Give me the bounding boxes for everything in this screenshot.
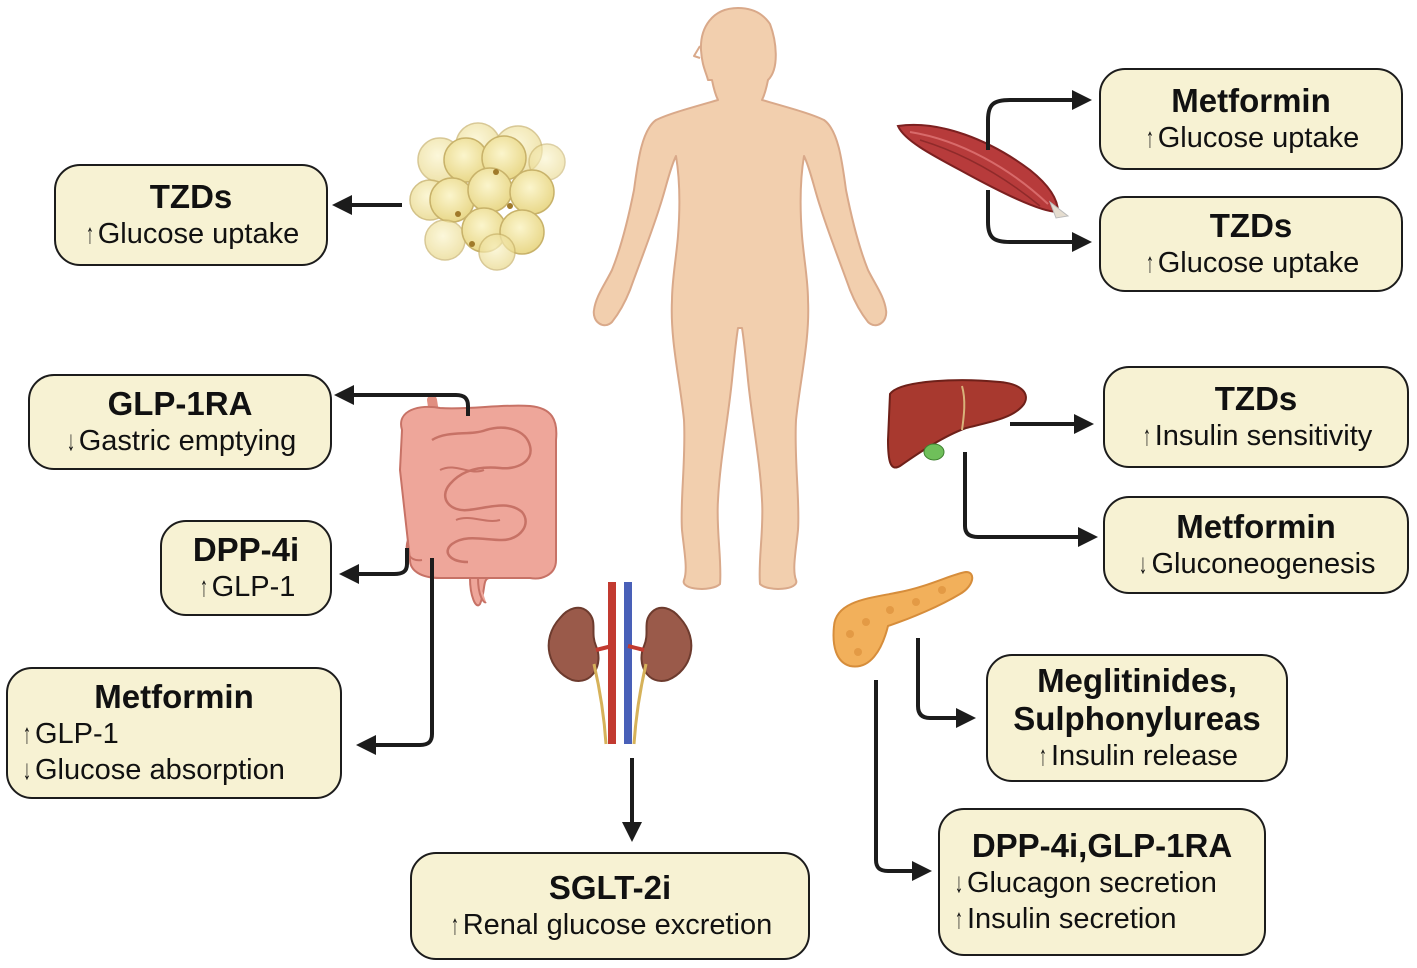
gut-dpp4i-box: DPP-4i ↑ GLP-1 (160, 520, 332, 616)
box-title: DPP-4i (192, 531, 300, 568)
effect-line: ↑ Insulin secretion (952, 901, 1252, 937)
up-arrow-icon: ↑ (1145, 247, 1154, 278)
liver-tzd-box: TZDs ↑ Insulin sensitivity (1103, 366, 1409, 468)
effect-text: Insulin sensitivity (1154, 420, 1373, 452)
effect-line: ↑ Glucose uptake (1143, 120, 1360, 156)
arrow-gut-metformin (356, 558, 434, 755)
adipose-tzd-box: TZDs ↑ Glucose uptake (54, 164, 328, 266)
kidney-sglt2i-box: SGLT-2i ↑ Renal glucose excretion (410, 852, 810, 960)
effect-text: Glucagon secretion (967, 867, 1217, 899)
box-title: GLP-1RA (107, 385, 253, 422)
gut-metformin-box: Metformin ↑ GLP-1 ↓ Glucose absorption (6, 667, 342, 799)
effect-text: Gluconeogenesis (1151, 548, 1376, 580)
arrow-liver-metformin (963, 452, 1098, 547)
effect-text: Glucose uptake (97, 218, 300, 250)
down-arrow-icon: ↓ (954, 867, 964, 898)
arrow-muscle-tzd (986, 190, 1092, 252)
muscle-metformin-box: Metformin ↑ Glucose uptake (1099, 68, 1403, 170)
arrow-pancreas-meglitinides (916, 638, 976, 728)
human-body-icon (592, 7, 888, 590)
box-title: DPP-4i,GLP-1RA (971, 827, 1233, 864)
skeletal-muscle-icon (896, 124, 1070, 219)
pancreas-icon (832, 570, 974, 668)
effect-line: ↓ Glucagon secretion (952, 865, 1252, 901)
box-title: SGLT-2i (548, 869, 672, 906)
muscle-tzd-box: TZDs ↑ Glucose uptake (1099, 196, 1403, 292)
up-arrow-icon: ↑ (85, 218, 94, 249)
box-title: Metformin (94, 678, 254, 715)
down-arrow-icon: ↓ (1139, 548, 1148, 579)
effect-text: Insulin release (1051, 740, 1238, 772)
liver-icon (886, 379, 1027, 469)
up-arrow-icon: ↑ (1142, 420, 1151, 451)
effect-text: GLP-1 (211, 571, 296, 603)
effect-line: ↑ Insulin sensitivity (1140, 418, 1373, 454)
effect-text: Insulin secretion (967, 903, 1177, 935)
up-arrow-icon: ↑ (954, 903, 964, 934)
arrow-muscle-metformin (986, 90, 1092, 150)
up-arrow-icon: ↑ (1145, 122, 1154, 153)
effect-line: ↑ Glucose uptake (1143, 245, 1360, 281)
arrow-gut-glp1ra (334, 385, 470, 416)
box-title: Metformin (1171, 82, 1331, 119)
effect-line: ↑ Renal glucose excretion (448, 907, 773, 943)
adipocytes-icon (409, 122, 566, 271)
up-arrow-icon: ↑ (1038, 740, 1048, 771)
gut-glp1ra-box: GLP-1RA ↓ Gastric emptying (28, 374, 332, 470)
effect-line: ↓ Glucose absorption (20, 752, 328, 788)
effect-line: ↓ Gluconeogenesis (1136, 546, 1375, 582)
effect-text: Glucose uptake (1157, 247, 1360, 279)
box-title-line-2: Sulphonylureas (1013, 700, 1261, 737)
effect-line: ↑ Insulin release (1036, 738, 1238, 774)
up-arrow-icon: ↑ (199, 571, 208, 602)
up-arrow-icon: ↑ (450, 909, 459, 940)
effect-text: Glucose absorption (35, 754, 285, 786)
effect-text: Renal glucose excretion (462, 909, 773, 941)
effect-line: ↑ GLP-1 (197, 569, 296, 605)
down-arrow-icon: ↓ (66, 425, 75, 456)
box-title: TZDs (149, 178, 233, 215)
effect-text: Glucose uptake (1157, 122, 1360, 154)
effect-line: ↓ Gastric emptying (64, 423, 297, 459)
box-title-line-1: Meglitinides, (1037, 662, 1237, 699)
liver-metformin-box: Metformin ↓ Gluconeogenesis (1103, 496, 1409, 594)
down-arrow-icon: ↓ (22, 754, 32, 785)
effect-text: Gastric emptying (78, 425, 297, 457)
pancreas-dpp4i-box: DPP-4i,GLP-1RA ↓ Glucagon secretion ↑ In… (938, 808, 1266, 956)
effect-text: GLP-1 (35, 718, 119, 750)
arrow-gut-dpp4i (339, 548, 409, 584)
effect-line: ↑ GLP-1 (20, 716, 328, 752)
up-arrow-icon: ↑ (22, 718, 32, 749)
connector-arrows (332, 90, 1098, 881)
pancreas-meglitinides-box: Meglitinides, Sulphonylureas ↑ Insulin r… (986, 654, 1288, 782)
arrow-pancreas-dpp4i (874, 680, 932, 881)
effect-line: ↑ Glucose uptake (83, 216, 300, 252)
box-title: TZDs (1214, 380, 1298, 417)
box-title: TZDs (1209, 207, 1293, 244)
kidneys-icon (547, 582, 693, 745)
intestine-icon (398, 395, 558, 607)
box-title: Metformin (1176, 508, 1336, 545)
